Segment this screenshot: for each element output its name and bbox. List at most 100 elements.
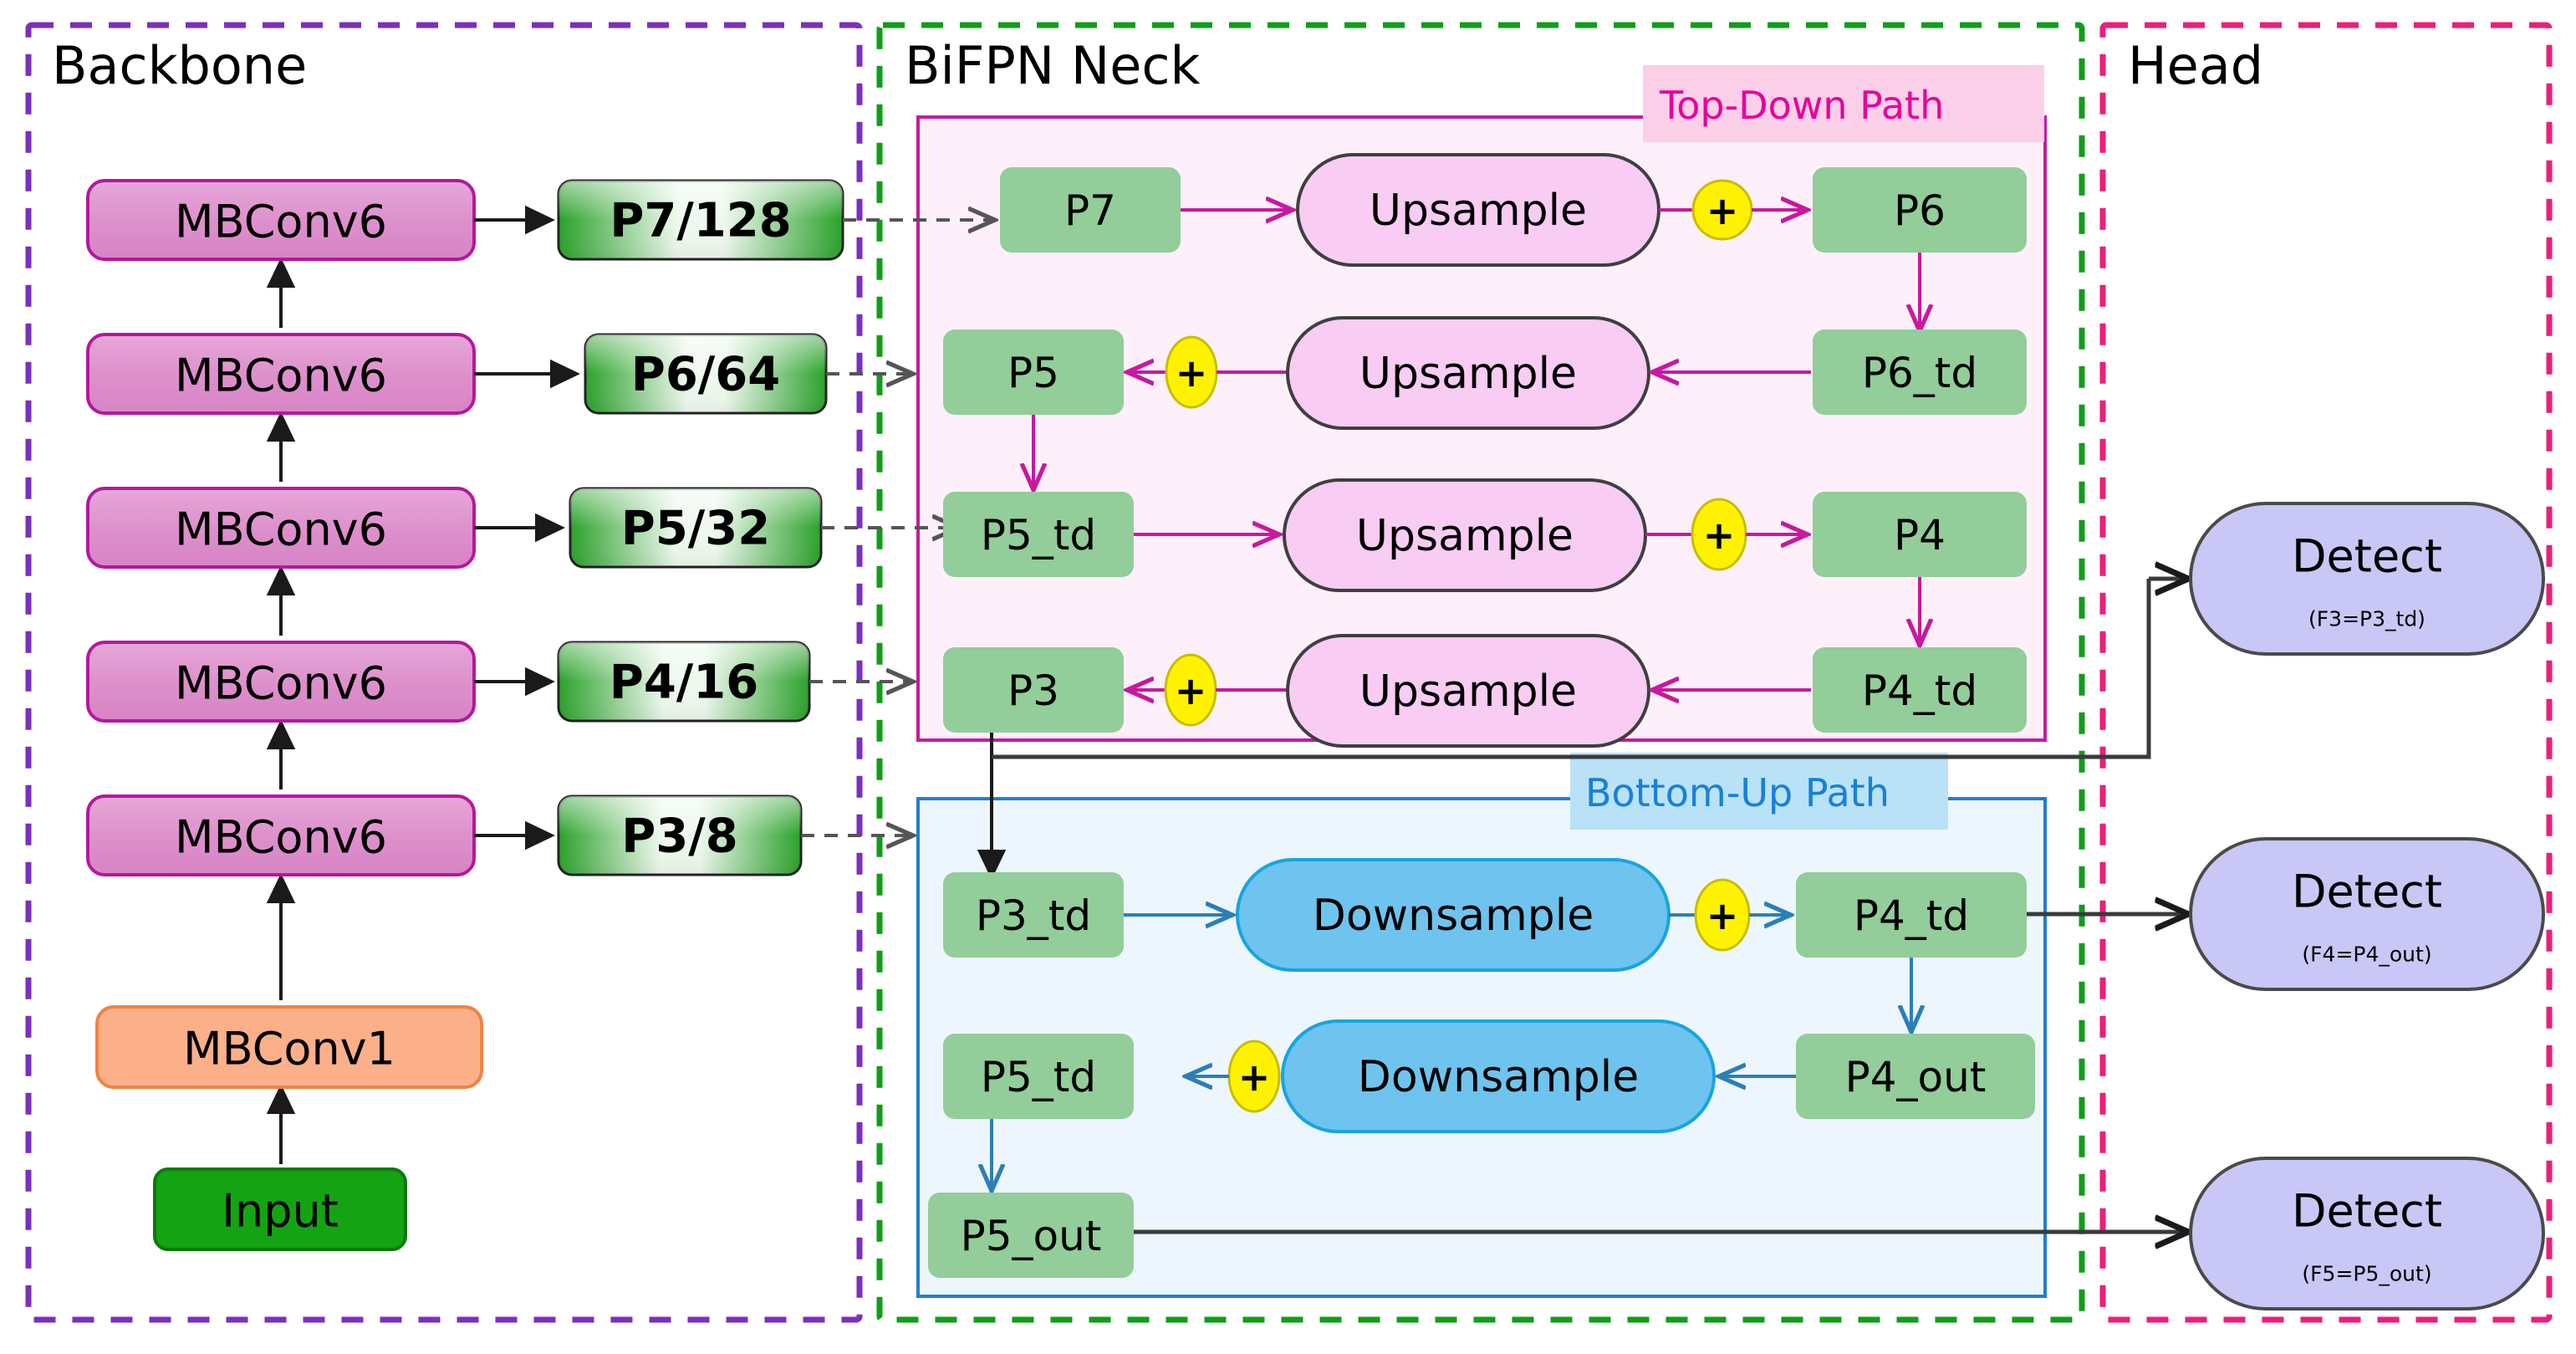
backbone-stage-4[interactable]: MBConv6 bbox=[86, 795, 476, 876]
node-box[interactable] bbox=[943, 492, 1134, 577]
bu-row-1-left-node[interactable]: P5_td bbox=[943, 1034, 1134, 1119]
td-row-2-op[interactable]: Upsample bbox=[1283, 478, 1647, 592]
plus-label: + bbox=[1706, 893, 1739, 938]
detect-subtitle: (F3=P3_td) bbox=[2308, 607, 2426, 631]
td-row-0-plus: + bbox=[1691, 179, 1753, 241]
node-label: P3_td bbox=[976, 892, 1091, 940]
detect-box[interactable] bbox=[2189, 502, 2545, 656]
node-label: P4_out bbox=[1845, 1053, 1987, 1101]
featuremap-to-neck-connectors bbox=[801, 220, 993, 835]
td-row-3-right-node[interactable]: P4_td bbox=[1813, 647, 2027, 733]
bu-p5out-node[interactable]: P5_out bbox=[928, 1193, 1134, 1278]
bu-row-1-right-node[interactable]: P4_out bbox=[1796, 1034, 2035, 1119]
node-label: P6_td bbox=[1862, 349, 1977, 397]
node-label: P3 bbox=[1007, 667, 1059, 715]
td-row-2-right-node[interactable]: P4 bbox=[1813, 492, 2027, 577]
top-down-tag-bg bbox=[1643, 65, 2044, 142]
backbone-section-border bbox=[25, 22, 863, 1323]
detect-box[interactable] bbox=[2189, 1157, 2545, 1311]
td-row-1-right-node[interactable]: P6_td bbox=[1813, 330, 2027, 415]
bu-row-0-op[interactable]: Downsample bbox=[1236, 858, 1671, 972]
node-label: P4_td bbox=[1862, 667, 1977, 715]
node-box[interactable] bbox=[1813, 647, 2027, 733]
upsample-label: Upsample bbox=[1359, 349, 1577, 399]
mbconv6-label: MBConv6 bbox=[175, 196, 387, 248]
detect-f3[interactable]: Detect (F3=P3_td) bbox=[2189, 502, 2545, 656]
featuremap-sheen bbox=[559, 181, 843, 259]
bottom-up-tag-bg bbox=[1570, 753, 1948, 830]
node-label: P5_td bbox=[981, 511, 1096, 559]
node-box[interactable] bbox=[943, 330, 1124, 415]
mbconv1-box[interactable] bbox=[95, 1005, 483, 1089]
node-box[interactable] bbox=[1813, 167, 2027, 253]
node-box[interactable] bbox=[943, 1034, 1134, 1119]
featuremap-sheen bbox=[559, 642, 809, 721]
bu-row-0-left-node[interactable]: P3_td bbox=[943, 872, 1124, 958]
node-box[interactable] bbox=[1796, 872, 2027, 958]
backbone-stage-2[interactable]: MBConv6 bbox=[86, 487, 476, 569]
bu-row-1-plus: + bbox=[1227, 1040, 1281, 1113]
bu-row-0-right-node[interactable]: P4_td bbox=[1796, 872, 2027, 958]
detect-title: Detect bbox=[2292, 530, 2442, 583]
td-row-1-op[interactable]: Upsample bbox=[1286, 316, 1650, 430]
featuremap-p5[interactable]: P5/32 bbox=[569, 487, 823, 569]
mbconv6-label: MBConv6 bbox=[175, 811, 387, 864]
td-row-0-right-node[interactable]: P6 bbox=[1813, 167, 2027, 253]
head-section-border bbox=[2099, 22, 2553, 1323]
node-box[interactable] bbox=[1813, 330, 2027, 415]
td-row-3-left-node[interactable]: P3 bbox=[943, 647, 1124, 733]
detect-subtitle: (F4=P4_out) bbox=[2302, 943, 2431, 967]
backbone-input[interactable]: Input bbox=[153, 1168, 407, 1251]
bu-row-1-op[interactable]: Downsample bbox=[1281, 1019, 1716, 1133]
backbone-to-featuremap-arrows bbox=[474, 205, 580, 851]
node-label: P6 bbox=[1894, 186, 1946, 235]
backbone-stage-3[interactable]: MBConv6 bbox=[86, 641, 476, 723]
detect-f4[interactable]: Detect (F4=P4_out) bbox=[2189, 837, 2545, 991]
node-box[interactable] bbox=[943, 872, 1124, 958]
plus-label: + bbox=[1706, 188, 1739, 233]
neck-title: BiFPN Neck bbox=[905, 35, 1201, 96]
node-box[interactable] bbox=[943, 647, 1124, 733]
featuremap-p7[interactable]: P7/128 bbox=[557, 179, 844, 261]
featuremap-p4[interactable]: P4/16 bbox=[557, 641, 811, 723]
downsample-box[interactable] bbox=[1281, 1019, 1716, 1133]
featuremap-p3[interactable]: P3/8 bbox=[557, 795, 803, 876]
node-label: P5 bbox=[1007, 349, 1059, 397]
detect-box[interactable] bbox=[2189, 837, 2545, 991]
td-row-3-op[interactable]: Upsample bbox=[1286, 634, 1650, 748]
input-box[interactable] bbox=[153, 1168, 407, 1251]
bu-row-0-plus: + bbox=[1694, 878, 1751, 952]
td-row-0-left-node[interactable]: P7 bbox=[1000, 167, 1181, 253]
featuremap-label: P7/128 bbox=[610, 194, 791, 248]
backbone-title: Backbone bbox=[52, 35, 307, 96]
td-row-0-op[interactable]: Upsample bbox=[1296, 153, 1660, 267]
neck-section-border bbox=[876, 22, 2085, 1323]
head-title: Head bbox=[2128, 35, 2263, 96]
plus-label: + bbox=[1176, 350, 1208, 396]
td-row-3-plus: + bbox=[1164, 653, 1217, 727]
backbone-stem[interactable]: MBConv1 bbox=[95, 1005, 483, 1089]
featuremap-label: P3/8 bbox=[621, 810, 737, 864]
featuremap-label: P5/32 bbox=[621, 502, 770, 556]
detect-f5[interactable]: Detect (F5=P5_out) bbox=[2189, 1157, 2545, 1311]
node-box[interactable] bbox=[1000, 167, 1181, 253]
td-row-2-plus: + bbox=[1691, 498, 1747, 571]
plus-label: + bbox=[1238, 1055, 1271, 1100]
td-row-2-left-node[interactable]: P5_td bbox=[943, 492, 1134, 577]
detect-title: Detect bbox=[2292, 1185, 2442, 1238]
featuremap-label: P4/16 bbox=[610, 656, 758, 710]
plus-label: + bbox=[1703, 513, 1736, 558]
backbone-stage-0[interactable]: MBConv6 bbox=[86, 179, 476, 261]
mbconv1-label: MBConv1 bbox=[183, 1023, 395, 1076]
input-label: Input bbox=[222, 1185, 339, 1238]
td-row-1-plus: + bbox=[1165, 335, 1218, 409]
detect-subtitle: (F5=P5_out) bbox=[2302, 1262, 2431, 1286]
node-box[interactable] bbox=[928, 1193, 1134, 1278]
mbconv6-label: MBConv6 bbox=[175, 350, 387, 402]
td-row-1-left-node[interactable]: P5 bbox=[943, 330, 1124, 415]
featuremap-p6[interactable]: P6/64 bbox=[584, 333, 828, 415]
backbone-stage-1[interactable]: MBConv6 bbox=[86, 333, 476, 415]
node-box[interactable] bbox=[1796, 1034, 2035, 1119]
node-box[interactable] bbox=[1813, 492, 2027, 577]
node-label: P4 bbox=[1894, 511, 1946, 559]
